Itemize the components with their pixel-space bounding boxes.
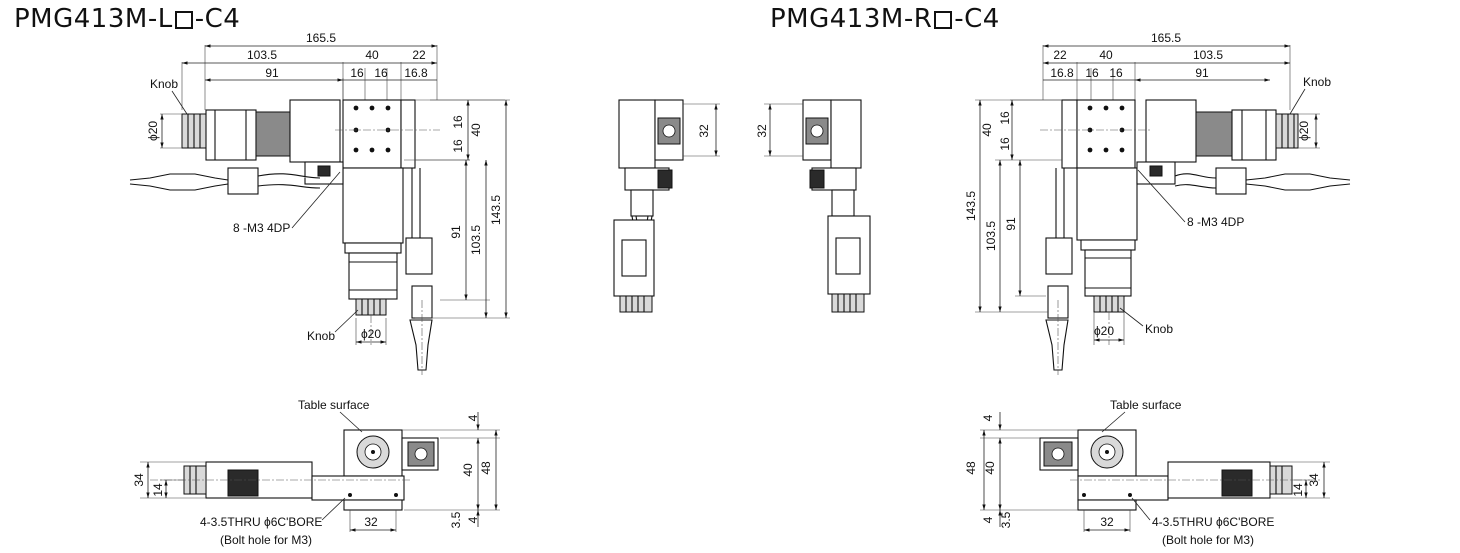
dim-103-5-left: 103.5 — [247, 48, 277, 62]
dim-front-34-left: 34 — [132, 473, 146, 487]
dim-16c-right: 16 — [998, 111, 1012, 125]
dim-103-5-right: 103.5 — [1193, 48, 1223, 62]
dim-front-32-left: 32 — [364, 515, 378, 529]
knob-right — [1275, 113, 1299, 149]
dim-front-40-left: 40 — [461, 463, 475, 477]
dim-40-left: 40 — [365, 48, 379, 62]
dim-16-8-left: 16.8 — [404, 66, 428, 80]
dim-side-32-a: 32 — [697, 124, 711, 138]
side-view-a: 32 — [613, 99, 720, 313]
label-bolt-left: 4-3.5THRU ϕ6C'BORE — [200, 515, 322, 529]
label-bolt-note-left: (Bolt hole for M3) — [220, 533, 312, 547]
dim-front-3-5-right: 3.5 — [999, 511, 1013, 528]
dim-front-4b-right: 4 — [981, 516, 995, 523]
label-table-surface-right: Table surface — [1110, 398, 1182, 412]
dim-22-left: 22 — [412, 48, 426, 62]
motor-y-left — [348, 252, 398, 300]
front-base-right — [1077, 499, 1137, 511]
label-tapped-left: 8 -M3 4DP — [233, 221, 290, 235]
dim-phi20-b-right: ϕ20 — [1094, 324, 1114, 338]
title-left-suffix: -C4 — [194, 4, 241, 34]
dim-40-table-right: 40 — [980, 123, 994, 137]
left-top-view: 165.5 103.5 40 22 91 16 16 16.8 — [129, 31, 510, 375]
motor-right — [1231, 109, 1277, 161]
dim-16c-left: 16 — [451, 115, 465, 129]
label-tapped-right: 8 -M3 4DP — [1187, 215, 1244, 229]
dim-16b-right: 16 — [1109, 66, 1123, 80]
title-left-box-icon — [174, 11, 193, 29]
dim-front-4a-right: 4 — [981, 414, 995, 421]
dim-165-5-right: 165.5 — [1151, 31, 1181, 45]
dim-103-5-v-right: 103.5 — [984, 221, 998, 251]
dim-103-5-v-left: 103.5 — [469, 225, 483, 255]
label-knob-left-a: Knob — [150, 77, 178, 91]
dim-91-v-left: 91 — [449, 225, 463, 239]
dim-phi20-a-right: ϕ20 — [1297, 121, 1311, 141]
label-knob-right-b: Knob — [1145, 322, 1173, 336]
dim-22-right: 22 — [1053, 48, 1067, 62]
title-right: PMG413M-R -C4 — [770, 4, 1000, 34]
dim-front-32-right: 32 — [1100, 515, 1114, 529]
dim-40-table-left: 40 — [469, 123, 483, 137]
dim-front-40-right: 40 — [983, 461, 997, 475]
knob-y-right — [1093, 295, 1125, 313]
title-right-box-icon — [934, 11, 953, 29]
dim-front-4b-left: 4 — [466, 516, 480, 523]
dim-front-3-5-left: 3.5 — [449, 511, 463, 528]
dim-16-8-right: 16.8 — [1050, 66, 1074, 80]
right-front-view: 4 48 40 4 3.5 34 14 32 Table surface 4-3… — [964, 398, 1330, 547]
dim-phi20-b-left: ϕ20 — [361, 327, 381, 341]
title-right-suffix: -C4 — [954, 4, 1000, 34]
dim-16d-right: 16 — [998, 137, 1012, 151]
title-left: PMG413M-L -C4 — [14, 4, 240, 34]
dim-143-5-right: 143.5 — [964, 191, 978, 221]
label-table-surface-left: Table surface — [298, 398, 370, 412]
dim-phi20-a-left: ϕ20 — [146, 121, 160, 141]
dim-front-34-right: 34 — [1307, 473, 1321, 487]
dim-16a-left: 16 — [350, 66, 364, 80]
right-top-view: 165.5 22 40 103.5 16.8 16 16 91 — [964, 31, 1351, 375]
label-bolt-right: 4-3.5THRU ϕ6C'BORE — [1152, 515, 1274, 529]
dim-40-right: 40 — [1099, 48, 1113, 62]
dim-16d-left: 16 — [451, 139, 465, 153]
dim-91-v-right: 91 — [1004, 217, 1018, 231]
dim-front-48-left: 48 — [479, 461, 493, 475]
side-view-b: 32 — [755, 99, 871, 313]
dim-front-4a-left: 4 — [466, 414, 480, 421]
title-right-prefix: PMG413M-R — [770, 4, 933, 34]
dim-front-48-right: 48 — [964, 461, 978, 475]
motor-left — [205, 109, 257, 161]
knob-y-left — [355, 298, 387, 316]
label-bolt-note-right: (Bolt hole for M3) — [1162, 533, 1254, 547]
dim-side-32-b: 32 — [755, 124, 769, 138]
dim-16a-right: 16 — [1085, 66, 1099, 80]
motor-y-right — [1084, 249, 1132, 297]
dim-91-right: 91 — [1195, 66, 1209, 80]
left-front-view: 4 40 48 3.5 4 34 14 32 Table surface 4-3… — [132, 398, 500, 547]
label-knob-left-b: Knob — [307, 329, 335, 343]
table-left — [342, 99, 402, 169]
dim-91-left: 91 — [265, 66, 279, 80]
dim-front-14-left: 14 — [151, 483, 165, 497]
dim-16b-left: 16 — [374, 66, 388, 80]
dim-front-14-right: 14 — [1291, 483, 1305, 497]
title-left-prefix: PMG413M-L — [14, 4, 173, 34]
front-base-left — [343, 499, 403, 511]
label-knob-right-a: Knob — [1303, 75, 1331, 89]
table-right — [1076, 99, 1136, 169]
dim-143-5-left: 143.5 — [489, 195, 503, 225]
dim-165-5-left: 165.5 — [306, 31, 336, 45]
